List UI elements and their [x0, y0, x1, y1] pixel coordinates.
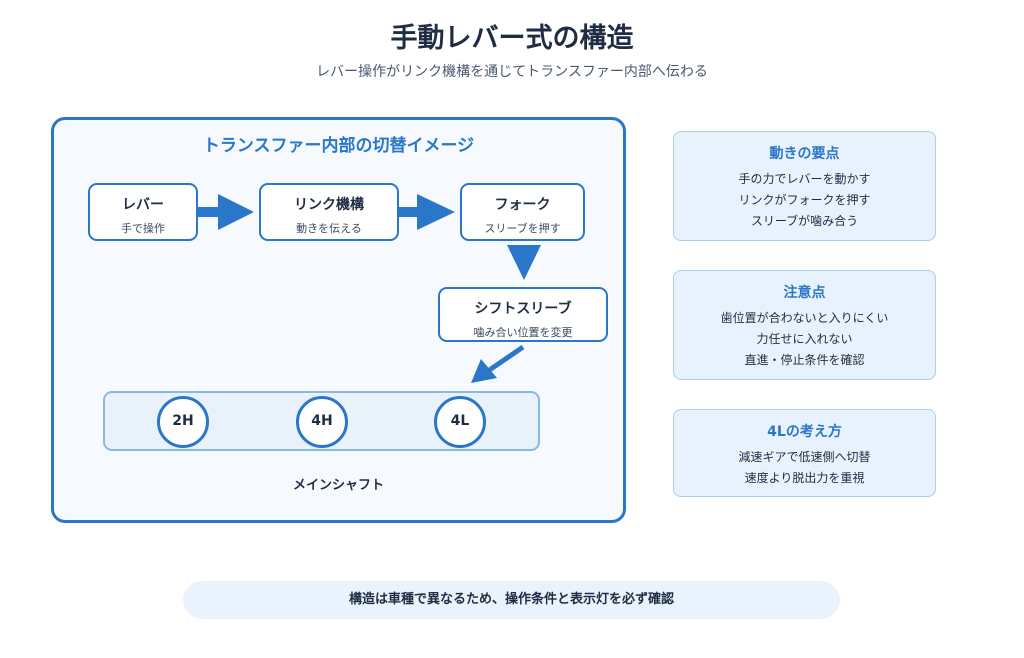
fork-node-title: フォーク — [494, 197, 551, 213]
card-4l-line: 速度より脱出力を重視 — [744, 471, 865, 485]
fork-node: フォーク スリーブを押す — [460, 183, 585, 241]
link-node: リンク機構 動きを伝える — [259, 183, 399, 241]
link-node-title: リンク機構 — [294, 197, 364, 213]
page-title: 手動レバー式の構造 — [390, 23, 634, 54]
link-node-sub: 動きを伝える — [296, 222, 362, 235]
card-movement-line: スリーブが噛み合う — [750, 214, 859, 228]
gear-4l: 4L — [434, 396, 486, 448]
gear-2h: 2H — [157, 396, 209, 448]
lever-node-sub: 手で操作 — [121, 222, 165, 235]
card-4l: 4Lの考え方 減速ギアで低速側へ切替 速度より脱出力を重視 — [673, 409, 936, 497]
card-movement-title: 動きの要点 — [769, 146, 840, 162]
fork-node-sub: スリーブを押す — [484, 222, 561, 235]
panel-title: トランスファー内部の切替イメージ — [202, 136, 475, 156]
lever-node: レバー 手で操作 — [88, 183, 198, 241]
lever-node-title: レバー — [122, 197, 164, 213]
page-subtitle: レバー操作がリンク機構を通じてトランスファー内部へ伝わる — [316, 64, 708, 80]
sleeve-node: シフトスリーブ 噛み合い位置を変更 — [438, 287, 608, 342]
shaft-label: メインシャフト — [292, 478, 384, 493]
card-movement-line: 手の力でレバーを動かす — [738, 172, 871, 186]
card-caution-line: 力任せに入れない — [756, 332, 853, 346]
sleeve-node-sub: 噛み合い位置を変更 — [473, 326, 573, 339]
card-4l-line: 減速ギアで低速側へ切替 — [738, 450, 871, 464]
card-movement-line: リンクがフォークを押す — [738, 193, 871, 207]
footer-note: 構造は車種で異なるため、操作条件と表示灯を必ず確認 — [183, 581, 840, 619]
card-caution-title: 注意点 — [783, 285, 826, 301]
card-caution-line: 直進・停止条件を確認 — [744, 353, 865, 367]
card-4l-title: 4Lの考え方 — [767, 424, 842, 440]
sleeve-node-title: シフトスリーブ — [474, 301, 572, 317]
card-movement: 動きの要点 手の力でレバーを動かす リンクがフォークを押す スリーブが噛み合う — [673, 131, 936, 241]
gear-4h: 4H — [296, 396, 348, 448]
card-caution-line: 歯位置が合わないと入りにくい — [720, 311, 889, 325]
card-caution: 注意点 歯位置が合わないと入りにくい 力任せに入れない 直進・停止条件を確認 — [673, 270, 936, 380]
